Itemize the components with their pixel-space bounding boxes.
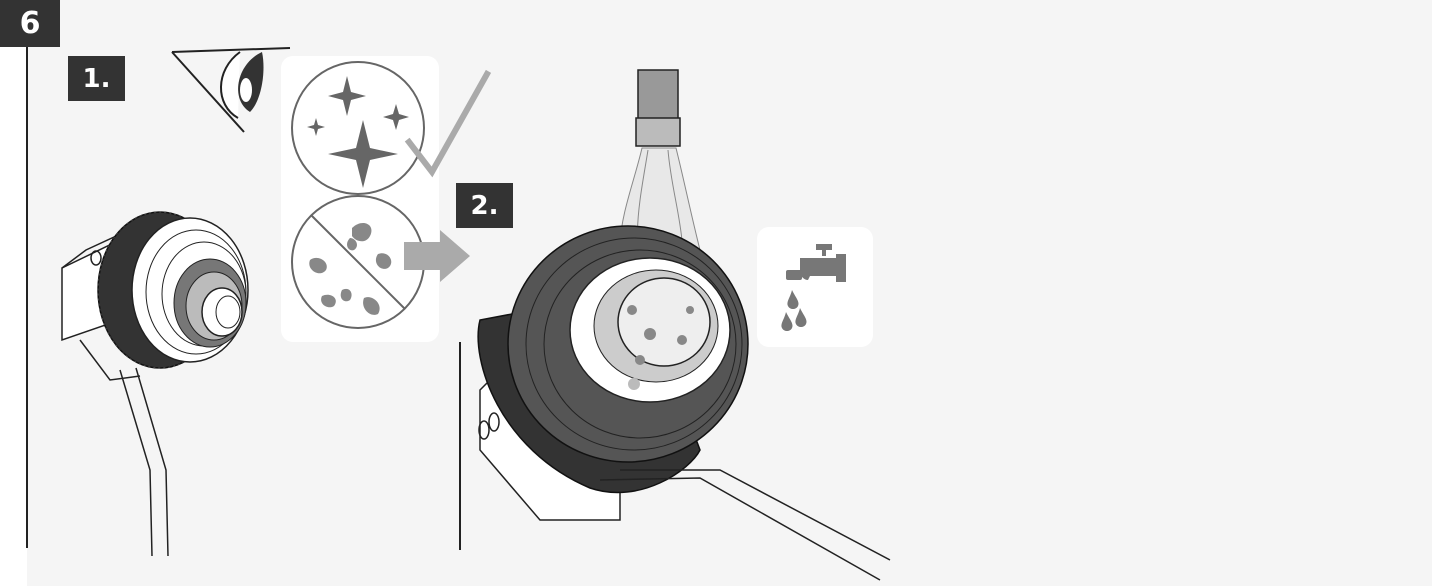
water-tap-panel <box>757 227 873 347</box>
step-1-badge: 1. <box>68 56 125 101</box>
figure-number-badge: 6 <box>0 0 60 47</box>
step-2-badge: 2. <box>456 183 513 228</box>
eye-icon <box>172 48 290 132</box>
condition-panel <box>281 56 439 342</box>
hose-connector-small <box>62 212 248 556</box>
